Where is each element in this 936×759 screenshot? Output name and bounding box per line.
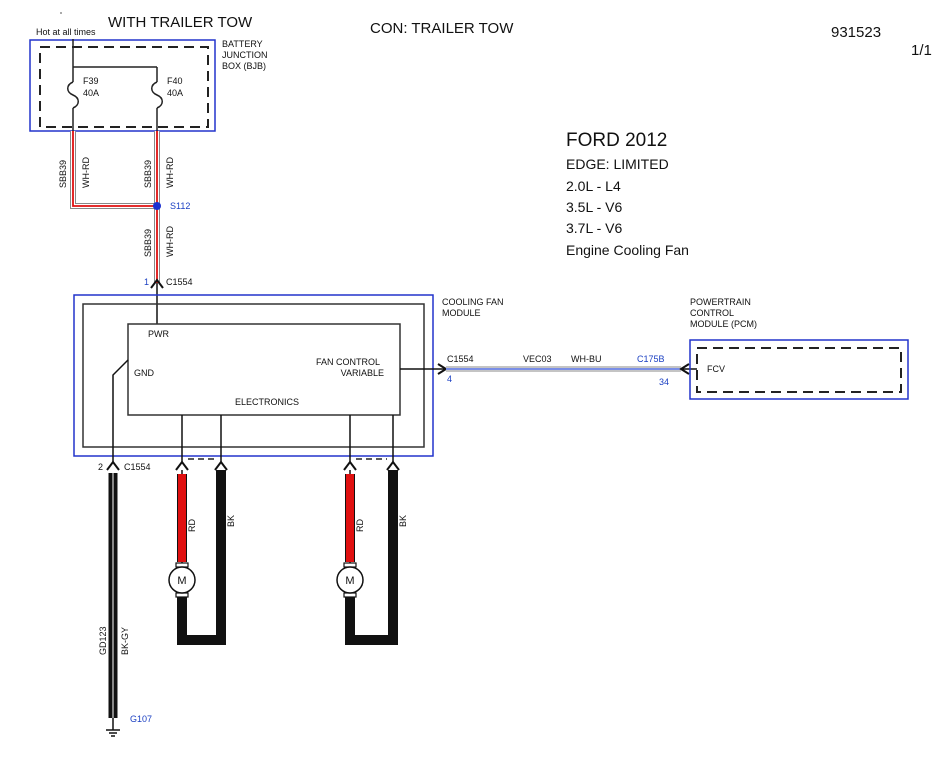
gnd-internal-wire [112, 359, 129, 462]
pcm-dashed-boundary [696, 347, 902, 393]
splice-s112-label: S112 [170, 201, 190, 211]
wire-circuit-sbb39-a: SBB39 [58, 160, 68, 188]
pcm-label-line3: MODULE (PCM) [690, 319, 757, 329]
gnd-label: GND [134, 368, 155, 378]
c1554-pin2-number: 2 [98, 462, 103, 472]
fcv-label: FCV [707, 364, 725, 374]
motor2-symbol-label: M [345, 575, 354, 587]
c175b-label: C175B [637, 354, 665, 364]
c1554-pin2-label: C1554 [124, 462, 151, 472]
bjb-label-line1: BATTERY [222, 39, 263, 49]
electronics-label: ELECTRONICS [235, 397, 299, 407]
fuse-f39-rating: 40A [83, 88, 99, 98]
cooling-fan-module-inner [82, 303, 425, 448]
motor1-symbol-label: M [177, 575, 186, 587]
fan-control-label-line1: FAN CONTROL [316, 357, 380, 367]
motor2-neg-connector-symbol [386, 460, 400, 471]
bjb-outline [29, 39, 216, 132]
c1554-pin2-connector-symbol [106, 460, 120, 471]
wire-color-whbu: WH-BU [571, 354, 602, 364]
wire-color-whrd-a: WH-RD [81, 157, 91, 188]
cooling-fan-module-outline [73, 294, 434, 457]
motor1-wire-color-rd: RD [187, 519, 197, 532]
c1554-pin1-label: C1554 [166, 277, 193, 287]
fuse-f40-rating: 40A [167, 88, 183, 98]
ground-symbol-icon [106, 729, 120, 737]
splice-s112-dot [153, 202, 161, 210]
vehicle-model: EDGE: LIMITED [566, 156, 669, 172]
engine-option-1: 2.0L - L4 [566, 178, 621, 194]
engine-option-2: 3.5L - V6 [566, 199, 623, 215]
document-number: 931523 [831, 24, 881, 41]
wire-circuit-gd123: GD123 [98, 626, 108, 655]
c175b-pin-number: 34 [659, 377, 669, 387]
motor1-wire-color-bk: BK [226, 515, 236, 527]
system-name: Engine Cooling Fan [566, 242, 689, 258]
bjb-dashed-boundary [39, 46, 209, 128]
fuse-f39-id: F39 [83, 76, 99, 86]
pcm-outline [689, 339, 909, 400]
c1554-pin1-number: 1 [144, 277, 149, 287]
fuse-f39-symbol [67, 81, 79, 109]
wire-color-whrd-b: WH-RD [165, 157, 175, 188]
fuse-f40-symbol [151, 81, 163, 109]
bjb-label-line3: BOX (BJB) [222, 61, 266, 71]
motor2-pos-connector-symbol [343, 460, 357, 471]
wire-color-whrd-c: WH-RD [165, 226, 175, 257]
c1554-pin4-label: C1554 [447, 354, 474, 364]
bjb-label-line2: JUNCTION [222, 50, 268, 60]
motor1-neg-connector-symbol [214, 460, 228, 471]
con-label: CON: TRAILER TOW [370, 20, 514, 37]
c1554-pin4-number: 4 [447, 374, 452, 384]
pwr-label: PWR [148, 329, 169, 339]
wire-color-bkgy: BK-GY [120, 627, 130, 655]
wire-circuit-sbb39-c: SBB39 [143, 229, 153, 257]
c1554-pin1-connector-symbol [150, 278, 164, 289]
hot-at-all-times-label: Hot at all times [36, 27, 96, 37]
with-trailer-tow-label: WITH TRAILER TOW [108, 14, 253, 31]
motor1-icon [168, 562, 196, 598]
ground-g107-label: G107 [130, 714, 152, 724]
engine-option-3: 3.7L - V6 [566, 220, 623, 236]
fan-control-label-line2: VARIABLE [341, 368, 384, 378]
cooling-fan-module-label-line2: MODULE [442, 308, 481, 318]
wire-sbb39-left [70, 131, 157, 209]
motor2-wire-color-bk: BK [398, 515, 408, 527]
vehicle-make-year: FORD 2012 [566, 130, 667, 151]
motor1-pos-connector-symbol [175, 460, 189, 471]
motor2-icon [336, 562, 364, 598]
pcm-label-line2: CONTROL [690, 308, 734, 318]
pcm-label-line1: POWERTRAIN [690, 297, 751, 307]
wire-circuit-vec03: VEC03 [523, 354, 552, 364]
motor2-wire-color-rd: RD [355, 519, 365, 532]
fuse-f40-id: F40 [167, 76, 183, 86]
cooling-fan-module-label-line1: COOLING FAN [442, 297, 504, 307]
wire-circuit-sbb39-b: SBB39 [143, 160, 153, 188]
page-number: 1/1 [911, 42, 932, 59]
